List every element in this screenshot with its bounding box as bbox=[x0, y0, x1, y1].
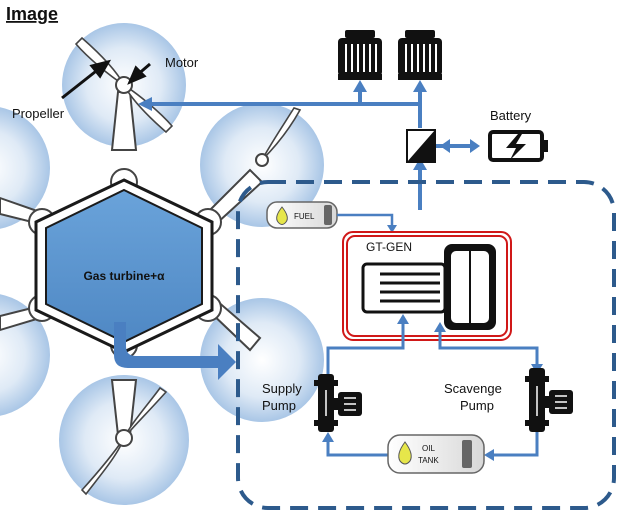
gas-turbine-label: Gas turbine+α bbox=[83, 269, 165, 283]
oil-tank-label-line2: TANK bbox=[418, 456, 439, 465]
gt-gen-label: GT-GEN bbox=[366, 240, 412, 254]
hexagon-exhaust-arrow bbox=[114, 322, 236, 380]
propeller-disc-upper-left bbox=[0, 107, 50, 229]
electric-motor-stripes-left bbox=[345, 44, 377, 72]
fuel-line-arrowhead bbox=[387, 225, 397, 233]
scavenge-pump-label-line1: Scavenge bbox=[444, 381, 502, 396]
oil-tank-icon bbox=[387, 434, 485, 474]
supply-pump-label-line2: Pump bbox=[262, 398, 296, 413]
supply-pump-highlights bbox=[325, 390, 356, 416]
page-heading: Image bbox=[6, 4, 58, 24]
scavenge-pump-label-line2: Pump bbox=[460, 398, 494, 413]
converter-icon bbox=[406, 129, 436, 163]
propeller-label: Propeller bbox=[12, 106, 65, 121]
pump-icon bbox=[525, 368, 573, 432]
fuel-supply-line bbox=[337, 213, 394, 228]
oil-circuit-lines bbox=[326, 320, 539, 457]
annotation-arrows bbox=[61, 59, 151, 100]
battery-label: Battery bbox=[490, 108, 532, 123]
pump-icon bbox=[314, 374, 362, 432]
propeller-hubs bbox=[115, 76, 269, 447]
motor-label: Motor bbox=[165, 55, 199, 70]
supply-pump-label-line1: Supply bbox=[262, 381, 302, 396]
scavenge-pump-highlights bbox=[536, 386, 567, 416]
electric-motor-stripes-right bbox=[405, 44, 437, 72]
engine-system-boundary bbox=[236, 180, 616, 510]
fuel-label: FUEL bbox=[294, 212, 315, 221]
flow-arrowheads bbox=[138, 80, 480, 170]
oil-tank-label-line1: OIL bbox=[422, 444, 435, 453]
gt-gen-outer-border bbox=[342, 231, 512, 341]
generator-icon bbox=[361, 244, 496, 330]
battery-icon bbox=[488, 130, 548, 162]
